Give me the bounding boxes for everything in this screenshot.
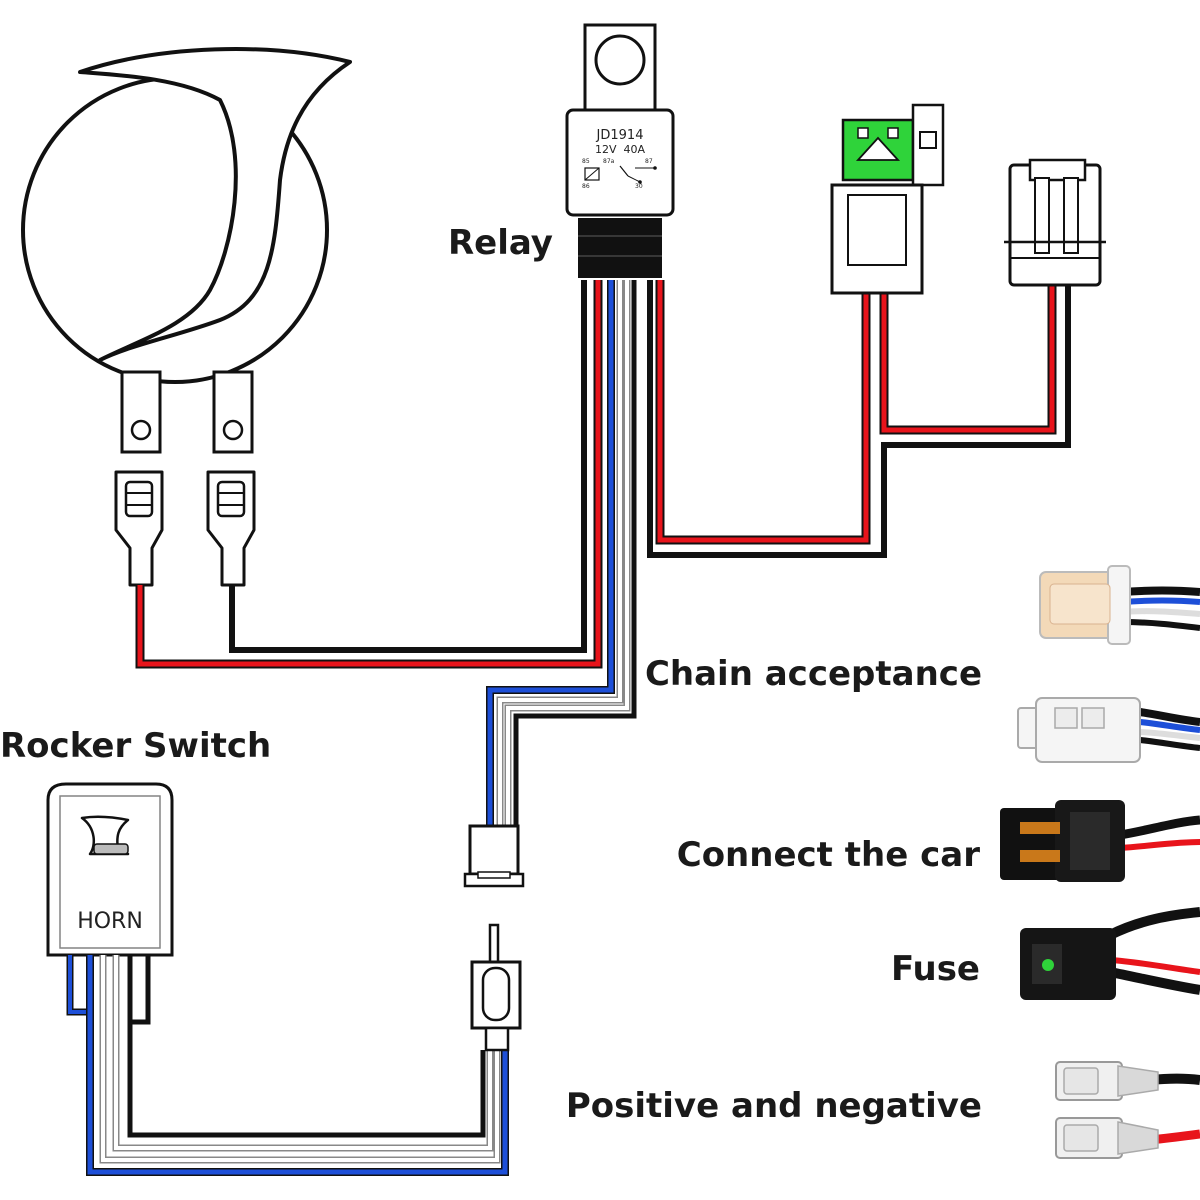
wire-relay-white-2 [504, 280, 631, 828]
wire-switch-white-1 [99, 955, 501, 1164]
switch-horn-label: HORN [77, 909, 143, 934]
switch-plug-female [463, 824, 525, 888]
label-fuse: Fuse [891, 949, 980, 989]
wire-relay-to-car-black [647, 280, 1071, 558]
wire-horn-red [135, 280, 603, 669]
relay-pin-85: 85 [582, 158, 590, 165]
wire-relay-black-2 [513, 280, 637, 828]
horn-spade-connector-right [206, 470, 256, 587]
wire-relay-blue [486, 280, 615, 828]
wire-relay-to-fuse-red [655, 280, 871, 545]
relay-pin-30: 30 [635, 183, 643, 190]
relay-pin-87a: 87a [603, 158, 615, 165]
wire-switch-black [127, 955, 486, 1138]
horn-spade-connector-left [114, 470, 164, 587]
chain-connector-bottom-icon [1017, 697, 1200, 763]
relay-model: JD1914 [596, 128, 644, 143]
relay-rating: 12V 40A [595, 143, 646, 156]
relay-icon: JD1914 12V 40A 85 87a 87 86 30 [565, 23, 675, 278]
wire-switch-blue [66, 955, 88, 1016]
relay-pin-86: 86 [582, 183, 590, 190]
fuse-block-icon [1020, 907, 1200, 1000]
label-relay: Relay [448, 223, 553, 263]
horn-symbol-icon [80, 815, 130, 856]
label-rocker-switch: Rocker Switch [0, 726, 271, 766]
switch-plug-male [470, 923, 522, 1052]
wire-switch-white-2 [112, 955, 494, 1152]
rocker-switch-icon: HORN [46, 782, 174, 957]
fuse-holder-icon [830, 103, 945, 295]
chain-connector-top-icon [1039, 565, 1200, 645]
horn-icon [21, 47, 352, 454]
label-connect-the-car: Connect the car [677, 835, 980, 875]
label-chain-acceptance: Chain acceptance [645, 654, 982, 694]
car-plug-icon [1000, 800, 1200, 882]
label-positive-and-negative: Positive and negative [566, 1086, 982, 1126]
wire-relay-white-1 [496, 280, 624, 828]
wire-switch-main-blue [86, 955, 509, 1176]
car-connector-icon [1004, 158, 1106, 287]
horn-terminal-left [120, 370, 162, 454]
relay-pin-87: 87 [645, 158, 653, 165]
wire-horn-black [229, 280, 587, 653]
terminal-negative-icon [1055, 1117, 1200, 1159]
wire-switch-black-short [130, 955, 151, 1025]
wire-fuse-to-car-red [879, 285, 1057, 435]
terminal-positive-icon [1055, 1061, 1200, 1101]
